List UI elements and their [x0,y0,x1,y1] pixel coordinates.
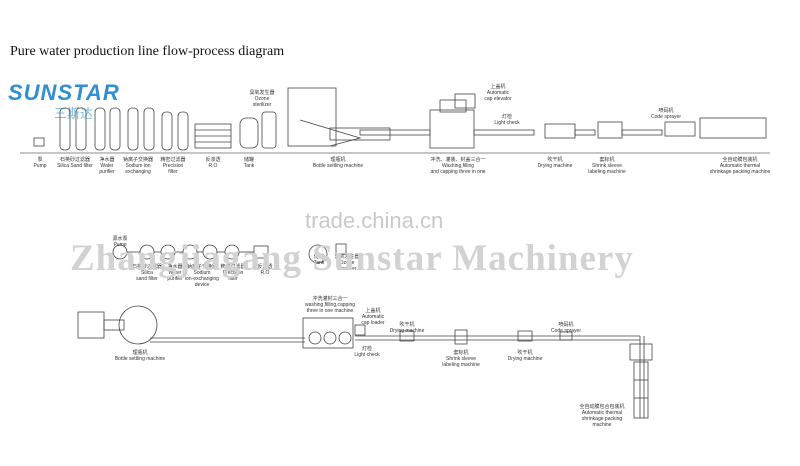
top-label-packing: 全自动膜包装机 Automatic thermal shrinkage pack… [709,157,771,175]
bottom-code-sprayer [559,331,573,341]
bottom-label-cap-loader: 上盖机 Automatic cap loader [361,308,385,326]
bottom-label-drying-2: 吹干机 Drying machine [507,350,543,362]
top-label-bottle-setting: 理瓶机 Bottle settling machine [312,157,364,169]
bottom-packing-machine [629,343,653,419]
bottom-label-light-check: 灯检 Light check [354,346,380,358]
top-label-code: 喷码机 Code sprayer [650,108,681,120]
bottom-drying-machine-2 [517,330,533,342]
bottom-label-code: 喷码机 Code sprayer [550,322,581,334]
watermark-trade: trade.china.cn [305,208,444,233]
watermark-company: Zhangjiagang Sunstar Machinery [70,238,634,279]
top-label-cap-elevator: 上盖机 Automatic cap elevator [484,84,512,102]
top-label-water-purifier: 净水器 Water purifier [99,157,115,175]
bottom-label-bottle-setting: 理瓶机 Bottle settling machine [114,350,166,362]
top-filter-tanks [59,107,189,151]
sunstar-logo-subtitle: 三斯达 [54,106,94,121]
bottom-water-treatment-circles [112,243,347,264]
top-label-ozone: 臭氧发生器 Ozone sterilizer [249,90,275,108]
bottom-label-drying-1: 吹干机 Drying machine [389,322,425,334]
top-washing-filling-machine [429,93,476,149]
top-ozone-shape [261,111,277,149]
top-label-drying: 吹干机 Drying machine [537,157,573,169]
top-label-ro: 反渗透 R.O [205,157,221,169]
sunstar-logo: SUNSTAR [8,80,120,105]
top-label-sand-filter: 石英砂过滤器 Silica Sand filter [57,157,93,169]
bottom-bottle-setting-machine [77,305,158,345]
bottom-label-pump: 源水泵 Pump [112,236,128,248]
top-conveyors [359,117,767,139]
bottom-label-precision-filter: 精密过滤器 Precision filter [220,264,246,282]
top-ro-unit [194,123,232,149]
bottom-conveyor-path [150,335,645,418]
top-label-washing: 冲洗、灌装、封盖三合一 Washing,filling and capping … [430,157,486,175]
bottom-label-water-purifier: 净水器 Water purifier [167,264,183,282]
bottom-label-ion-exchanging: 钠离子交换器 Sodium ion-exchanging device [185,264,219,288]
bottom-label-sand-filter: 石英砂过滤器 Silica sand filter [131,264,162,282]
bottom-label-tank: 储罐 Tank [313,254,325,266]
top-label-precision-filter: 精密过滤器 Precision filter [160,157,186,175]
diagram-title: Pure water production line flow-process … [10,44,285,59]
top-label-light-check: 灯检 Light check [494,114,520,126]
top-label-ion-exchanging: 钠离子交换器 Sodium ion exchanging [122,157,153,175]
top-bottle-setting-machine [287,87,391,147]
top-tank-shape [239,117,259,149]
bottom-label-ro: 反渗透 R.O [257,264,273,276]
bottom-label-ozone: 臭氧发生器 Ozone sterilizer [334,254,360,272]
bottom-label-shrink: 套标机 Shrink sleeve labeling machine [442,350,480,368]
bottom-washing-filling-machine [302,317,366,349]
bottom-drying-machine-1 [399,330,415,342]
top-label-shrink: 套标机 Shrink sleeve labeling machine [588,157,626,175]
bottom-label-washing: 冲洗灌封三合一 washing,filling,capping three in… [304,296,356,314]
top-label-tank: 储罐 Tank [243,157,255,169]
top-label-pump: 泵 Pump [33,157,47,169]
top-pump-shape [33,137,45,147]
bottom-label-packing: 全自动膜包合包装机 Automatic thermal shrinkage pa… [579,404,625,428]
bottom-shrink-labeling [454,329,468,345]
